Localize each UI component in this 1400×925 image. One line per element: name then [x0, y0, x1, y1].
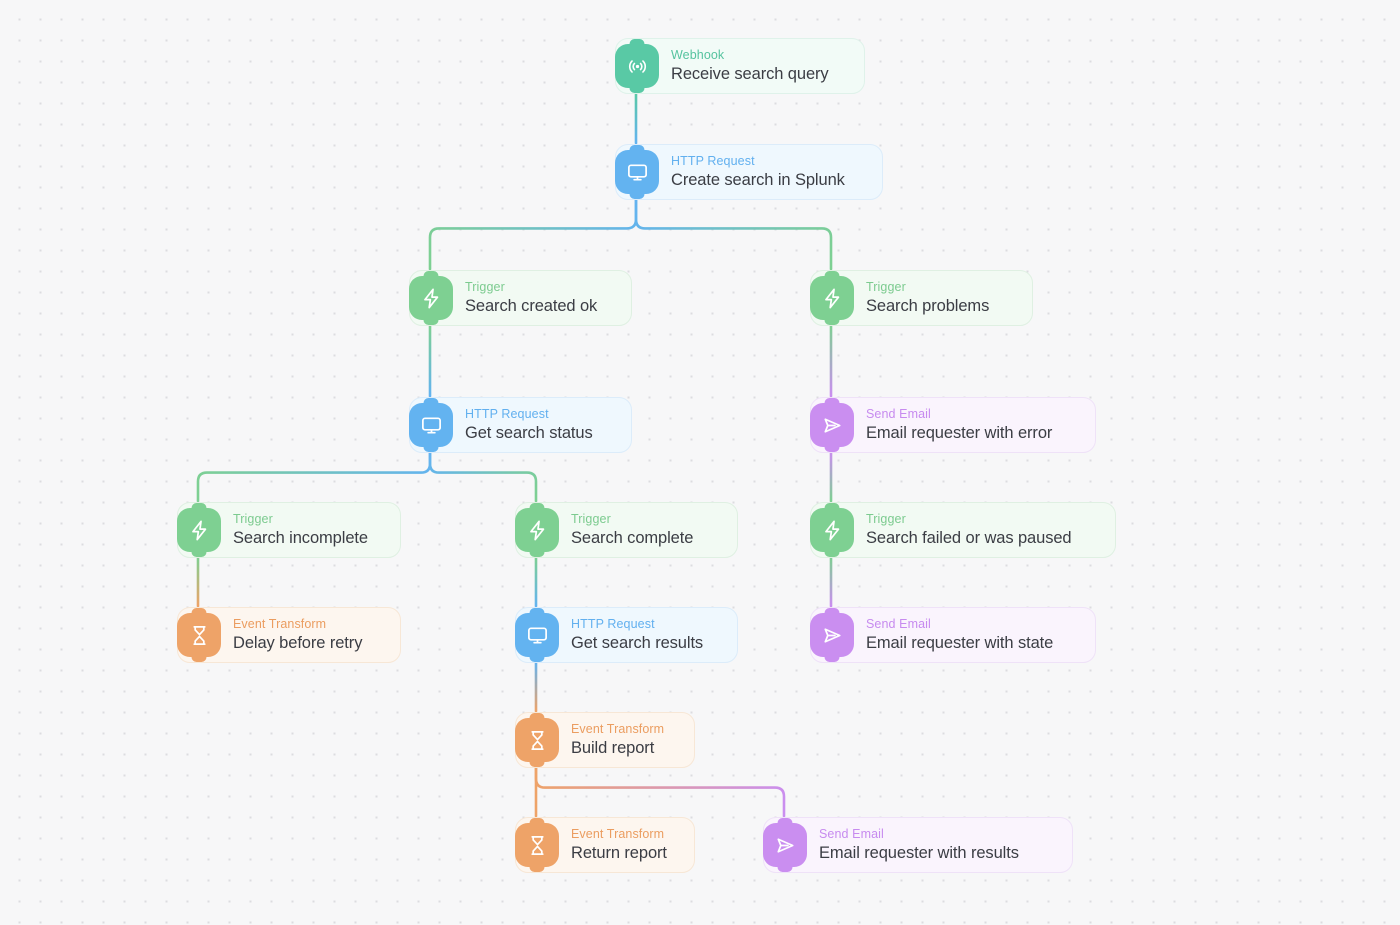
- lightning-icon: [810, 276, 854, 320]
- node-type-label: Event Transform: [571, 827, 665, 841]
- workflow-edge-get-search-status-to-search-incomplete: [196, 450, 432, 503]
- node-title-label: Email requester with results: [819, 844, 1019, 862]
- workflow-edge-build-report-to-email-requester-with-results: [534, 765, 786, 818]
- node-title-label: Search created ok: [465, 297, 598, 315]
- node-type-label: Webhook: [671, 48, 725, 62]
- broadcast-icon: [615, 44, 659, 88]
- lightning-icon: [810, 508, 854, 552]
- workflow-edge-get-search-status-to-search-complete: [428, 450, 538, 503]
- node-type-label: Send Email: [819, 827, 884, 841]
- node-title-label: Search incomplete: [233, 529, 368, 547]
- hourglass-icon: [515, 718, 559, 762]
- node-title-label: Build report: [571, 739, 655, 757]
- node-title-label: Delay before retry: [233, 634, 363, 652]
- node-type-label: Trigger: [571, 512, 611, 526]
- lightning-icon: [177, 508, 221, 552]
- node-card: [810, 397, 1096, 453]
- node-title-label: Search failed or was paused: [866, 529, 1072, 547]
- node-type-label: HTTP Request: [465, 407, 549, 421]
- node-type-label: Send Email: [866, 617, 931, 631]
- monitor-icon: [615, 150, 659, 194]
- workflow-edge-create-search-in-splunk-to-search-problems: [634, 197, 833, 271]
- node-type-label: Send Email: [866, 407, 931, 421]
- node-type-label: Trigger: [465, 280, 505, 294]
- node-card: [615, 144, 883, 200]
- hourglass-icon: [177, 613, 221, 657]
- send-icon: [810, 613, 854, 657]
- node-title-label: Email requester with state: [866, 634, 1054, 652]
- monitor-icon: [515, 613, 559, 657]
- node-title-label: Return report: [571, 844, 667, 862]
- node-card: [615, 38, 865, 94]
- node-type-label: Event Transform: [233, 617, 327, 631]
- hourglass-icon: [515, 823, 559, 867]
- node-type-label: HTTP Request: [571, 617, 655, 631]
- node-title-label: Create search in Splunk: [671, 171, 845, 189]
- node-card: [763, 817, 1073, 873]
- node-type-label: Event Transform: [571, 722, 665, 736]
- node-card: [810, 607, 1096, 663]
- node-card: [810, 502, 1116, 558]
- node-type-label: Trigger: [866, 280, 906, 294]
- node-type-label: Trigger: [233, 512, 273, 526]
- node-title-label: Get search status: [465, 424, 593, 442]
- node-title-label: Email requester with error: [866, 424, 1053, 442]
- node-type-label: HTTP Request: [671, 154, 755, 168]
- lightning-icon: [515, 508, 559, 552]
- lightning-icon: [409, 276, 453, 320]
- send-icon: [763, 823, 807, 867]
- node-type-label: Trigger: [866, 512, 906, 526]
- send-icon: [810, 403, 854, 447]
- node-title-label: Get search results: [571, 634, 704, 652]
- node-title-label: Receive search query: [671, 65, 829, 83]
- workflow-edge-create-search-in-splunk-to-search-created-ok: [428, 197, 638, 271]
- monitor-icon: [409, 403, 453, 447]
- node-title-label: Search problems: [866, 297, 990, 315]
- node-title-label: Search complete: [571, 529, 694, 547]
